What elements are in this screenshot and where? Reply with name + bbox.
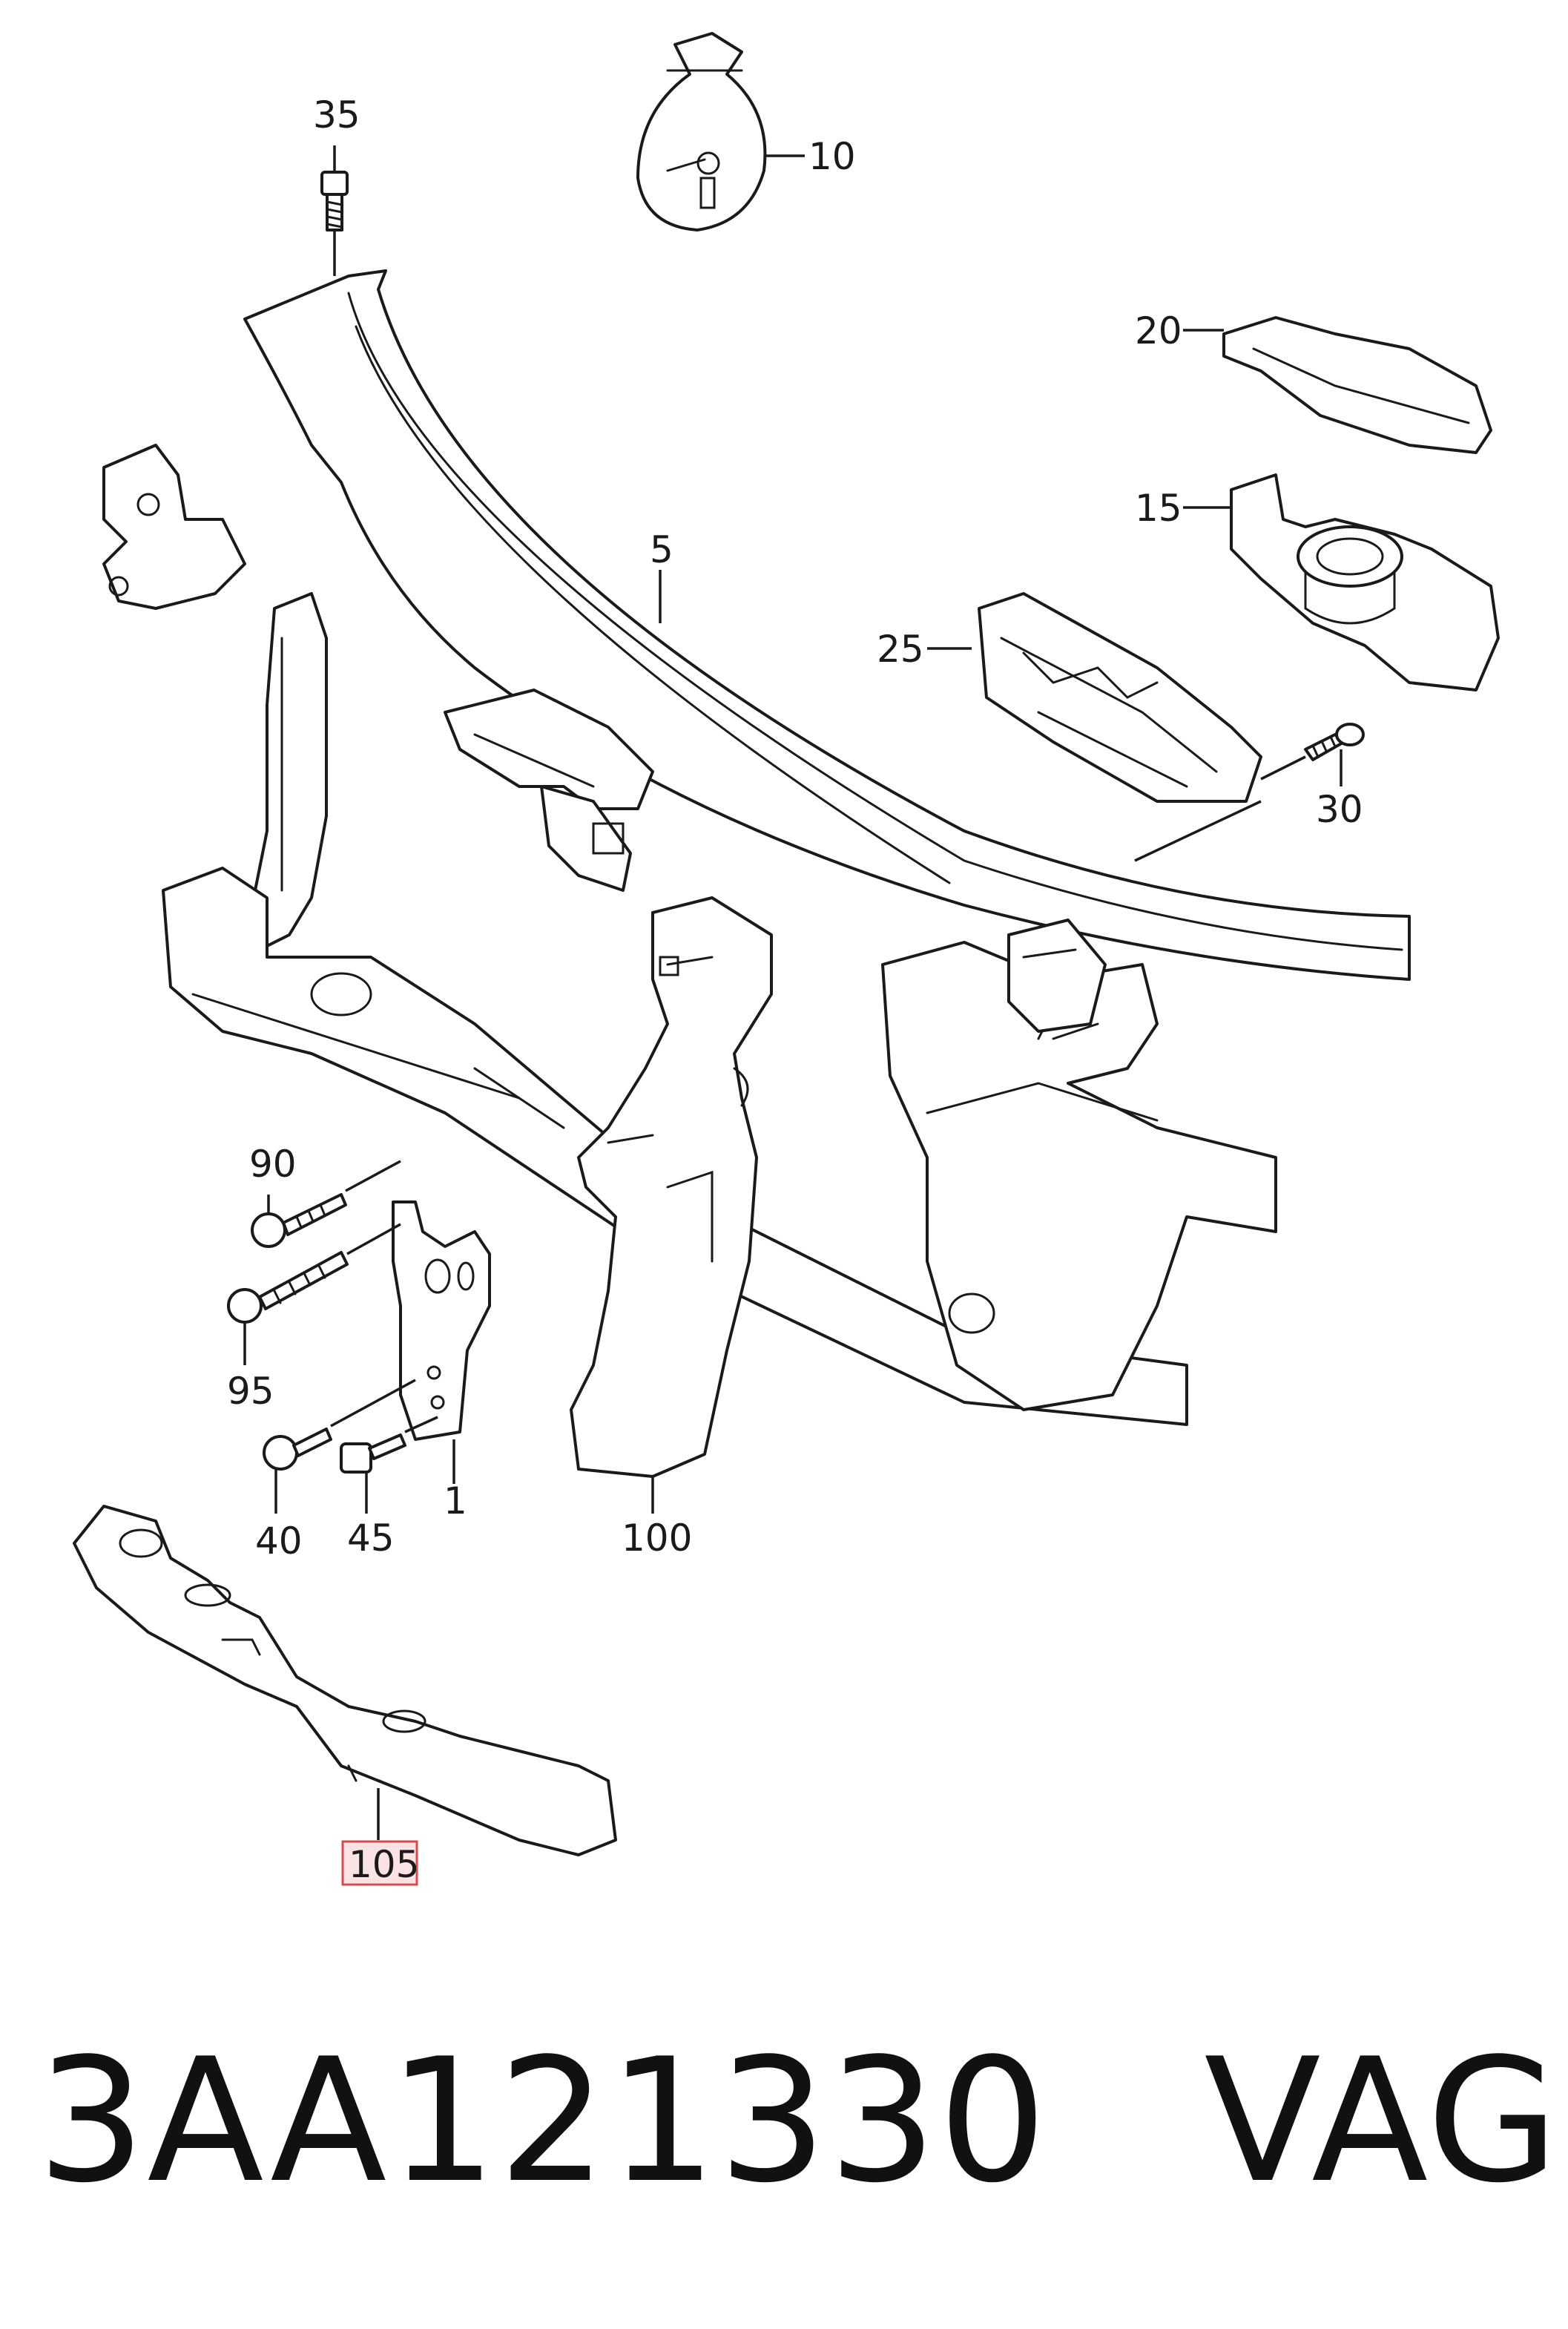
callout-35: 35 <box>313 93 360 137</box>
air-guide-part-100 <box>570 896 773 1478</box>
callout-30: 30 <box>1316 788 1363 831</box>
callout-45: 45 <box>347 1517 395 1560</box>
cover-part-20 <box>1183 316 1492 454</box>
bolt-part-95 <box>227 1223 401 1365</box>
lock-carrier-part-5 <box>102 269 1411 1426</box>
bracket-part-1 <box>392 1200 491 1484</box>
bolt-part-90 <box>251 1160 401 1248</box>
callout-95: 95 <box>227 1370 274 1413</box>
frame-part-25 <box>927 592 1262 803</box>
screw-part-35 <box>320 145 349 276</box>
callout-25: 25 <box>877 628 924 671</box>
callout-15: 15 <box>1135 487 1182 530</box>
part-number: 3AA121330 <box>37 2023 1049 2221</box>
callout-90: 90 <box>249 1143 297 1186</box>
callout-40: 40 <box>255 1520 303 1563</box>
callout-10: 10 <box>808 135 856 178</box>
lower-cover-part-105 <box>73 1505 617 1886</box>
parts-diagram: 35 10 20 15 5 25 30 90 95 40 45 1 100 10… <box>73 32 1500 1886</box>
callout-100: 100 <box>622 1517 692 1560</box>
bolt-part-45 <box>340 1416 438 1514</box>
callout-5: 5 <box>650 528 673 571</box>
callout-20: 20 <box>1135 309 1182 352</box>
callout-1: 1 <box>444 1479 467 1522</box>
callout-105: 105 <box>349 1843 419 1886</box>
bolt-part-40 <box>263 1379 416 1514</box>
screw-part-30 <box>1134 723 1365 862</box>
brand-name: VAG <box>1204 2023 1561 2221</box>
bracket-part-15 <box>1183 473 1500 692</box>
parts-bag-part-10 <box>636 32 805 231</box>
